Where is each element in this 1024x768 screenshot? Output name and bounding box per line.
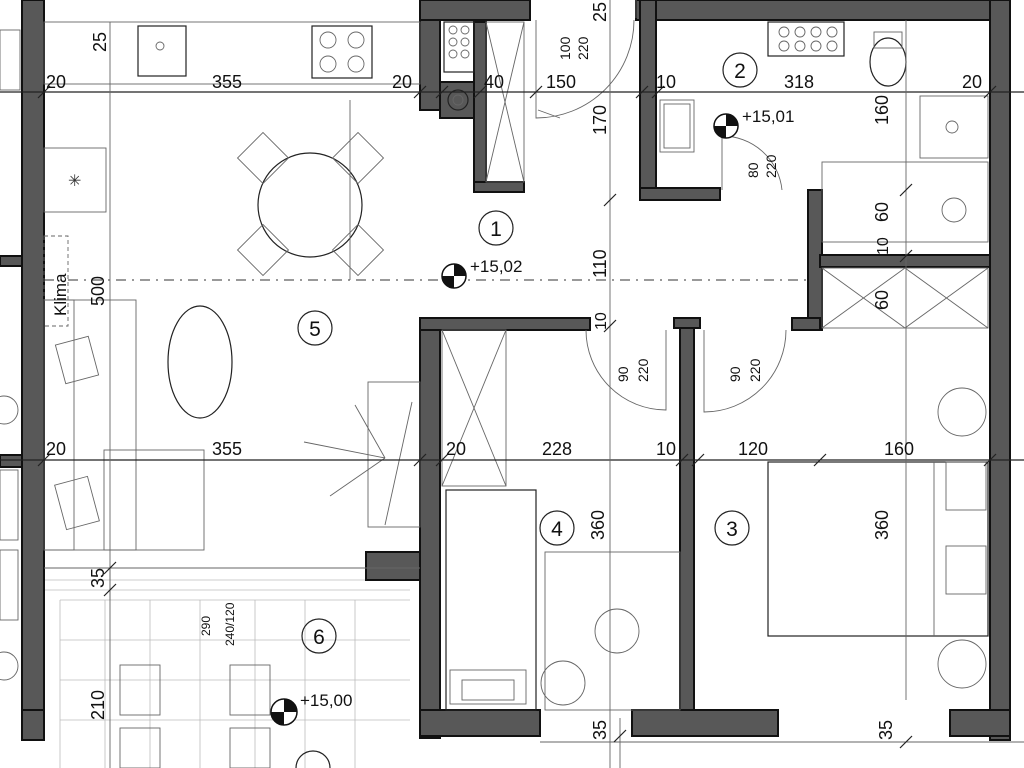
level-marker-bathroom [713,113,739,139]
dim-20-d: 20 [46,439,66,459]
dim-35-a: 35 [88,568,108,588]
dim-290: 290 [199,616,213,636]
dim-160-b: 160 [884,439,914,459]
room-marker-4: 4 [539,510,575,546]
rug [167,305,233,419]
dim-60-b: 60 [872,290,892,310]
dim-240-120: 240/120 [223,602,237,646]
dim-210: 210 [88,690,108,720]
dim-110: 110 [590,249,610,278]
sink-icon [137,25,187,77]
level-bathroom: +15,01 [742,107,794,126]
dining-table [257,152,363,258]
dim-220-b: 220 [763,154,779,178]
dim-10-d: 10 [656,439,676,459]
room-marker-2: 2 [722,52,758,88]
dim-35-b: 35 [590,720,610,740]
level-marker-terrace [270,698,298,726]
dim-25-top: 25 [90,32,110,52]
dimension-labels: 25 25 20 355 20 40 150 10 318 20 100 220… [46,2,982,740]
dim-100: 100 [557,36,573,60]
room-label-2: 2 [734,60,746,83]
dim-60-a: 60 [872,202,892,222]
room-marker-6: 6 [301,618,337,654]
dim-10-b: 10 [593,312,610,330]
dim-170: 170 [590,105,610,135]
room-label-5: 5 [309,318,321,341]
furniture: ✳ [0,21,989,711]
dim-20-e: 20 [446,439,466,459]
dim-120: 120 [738,439,768,459]
dim-150: 150 [546,72,576,92]
walls [0,0,1011,741]
dim-90-b: 90 [727,366,743,382]
level-marker-entry [441,263,467,289]
room-label-1: 1 [490,218,502,241]
dim-228: 228 [542,439,572,459]
dim-160-a: 160 [872,95,892,125]
level-terrace: +15,00 [300,691,352,710]
room-label-3: 3 [726,518,738,541]
klima-label: Klima [51,273,70,316]
svg-text:✳: ✳ [68,173,81,190]
dim-80: 80 [745,162,761,178]
dim-355-top: 355 [212,72,242,92]
room-marker-5: 5 [297,310,333,346]
dim-355-mid: 355 [212,439,242,459]
dim-500: 500 [88,276,108,306]
dim-220-c: 220 [635,358,651,382]
dim-25-topright: 25 [590,2,610,22]
room-marker-partial [295,750,331,768]
dim-220-a: 220 [575,36,591,60]
dim-10-a: 10 [656,72,676,92]
dim-20-b: 20 [392,72,412,92]
dim-318: 318 [784,72,814,92]
dim-40: 40 [484,72,504,92]
dim-35-c: 35 [876,720,896,740]
terrace-railing [45,579,410,768]
level-entry: +15,02 [470,257,522,276]
dim-20-c: 20 [962,72,982,92]
room-marker-3: 3 [714,510,750,546]
room-label-4: 4 [551,518,563,541]
stove-icon [311,25,373,79]
dim-360-b: 360 [872,510,892,540]
dim-220-d: 220 [747,358,763,382]
room-label-6: 6 [313,626,325,649]
dim-10-c: 10 [875,237,892,255]
dim-90-a: 90 [615,366,631,382]
dim-360-a: 360 [588,510,608,540]
room-marker-1: 1 [478,210,514,246]
dim-20-a: 20 [46,72,66,92]
